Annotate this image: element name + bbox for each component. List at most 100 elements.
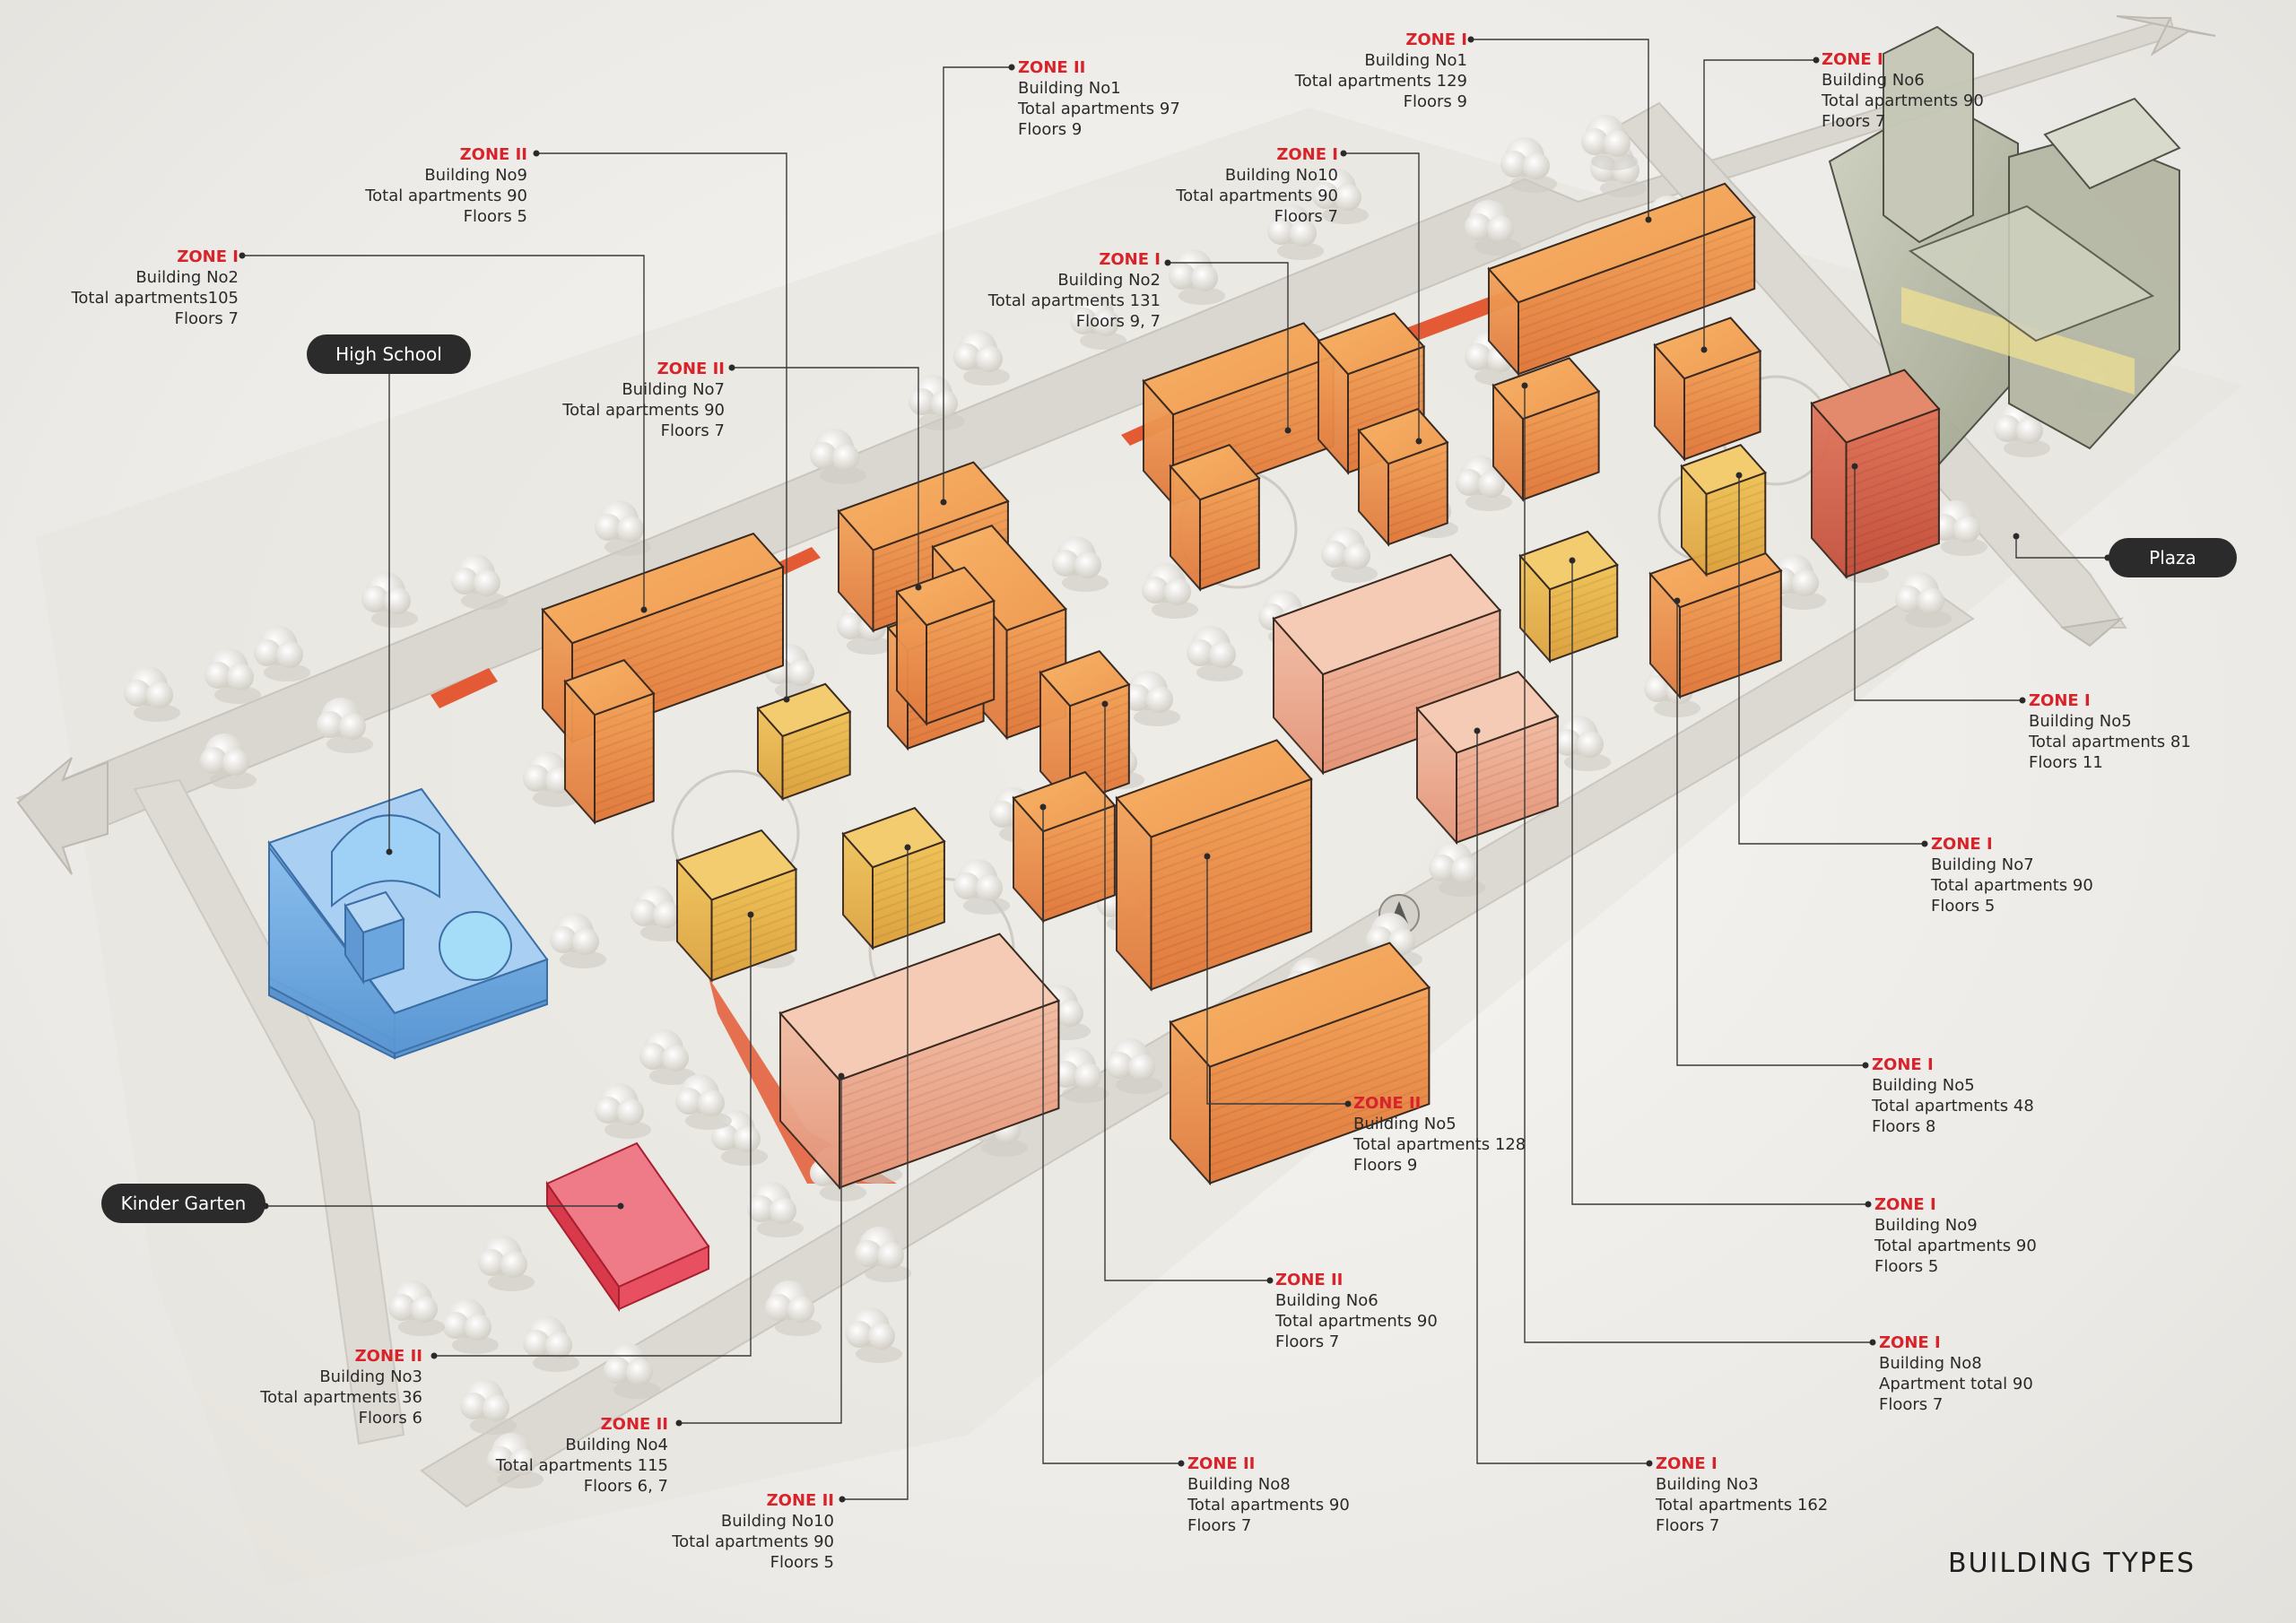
tree — [1052, 1047, 1109, 1103]
leader-dot — [838, 1072, 845, 1080]
residential-building — [1810, 369, 1941, 580]
tree — [204, 648, 261, 704]
residential-building — [1492, 357, 1601, 502]
leader-dot — [1204, 853, 1211, 860]
leader-dot — [1869, 1339, 1876, 1346]
glass-tower — [1828, 25, 2181, 468]
leader-dot — [239, 252, 246, 259]
leader-dot — [2019, 697, 2026, 704]
residential-building — [675, 829, 798, 984]
tree — [200, 733, 257, 789]
leader-dot — [783, 696, 790, 703]
residential-building — [1115, 739, 1313, 993]
leader-line — [536, 152, 787, 699]
red-strip — [430, 668, 498, 708]
leader-dot — [2013, 533, 2020, 540]
high-school-building — [267, 787, 549, 1060]
residential-building — [756, 682, 852, 802]
tree — [388, 1280, 445, 1336]
leader-dot — [1164, 259, 1171, 266]
tree — [460, 1379, 517, 1435]
leader-line — [732, 367, 919, 587]
tree — [1070, 294, 1126, 350]
tree — [361, 572, 418, 628]
tree — [1500, 137, 1557, 193]
tree — [855, 1227, 911, 1282]
residential-building — [841, 806, 946, 950]
leader-dot — [1645, 216, 1652, 223]
leader-dot — [1851, 463, 1858, 470]
tree — [1312, 169, 1369, 224]
leader-line — [1676, 601, 1866, 1066]
leader-line — [842, 847, 909, 1500]
tree — [1554, 716, 1611, 771]
leader-line — [2015, 536, 2108, 559]
tree — [1052, 536, 1109, 592]
residential-building — [1169, 444, 1261, 592]
tree — [487, 1433, 544, 1488]
tree — [550, 913, 606, 968]
tree — [124, 666, 180, 722]
leader-dot — [1266, 1277, 1274, 1284]
leader-dot — [1039, 803, 1047, 811]
tree — [1124, 671, 1180, 726]
leader-dot — [617, 1202, 624, 1210]
leader-dot — [1674, 597, 1681, 604]
tree — [1456, 456, 1512, 511]
leader-dot — [839, 1496, 846, 1503]
leader-dot — [1344, 1100, 1352, 1107]
leader-dot — [1467, 36, 1474, 43]
residential-building — [1680, 444, 1768, 577]
residential-building — [1272, 553, 1502, 776]
leader-dot — [1735, 472, 1743, 479]
leader-line — [1471, 39, 1649, 220]
tree — [1142, 563, 1198, 619]
leader-dot — [386, 848, 393, 855]
plaza-label: Plaza — [2109, 538, 2237, 577]
residential-building — [563, 659, 656, 825]
tree — [810, 429, 866, 484]
tree — [711, 1110, 768, 1166]
tree — [846, 1307, 902, 1363]
leader-dot — [904, 844, 911, 851]
leader-line — [1703, 59, 1816, 350]
leader-line — [1524, 386, 1873, 1343]
tree — [747, 1182, 804, 1237]
leader-dot — [1284, 427, 1292, 434]
residential-building — [895, 566, 996, 726]
leader-dot — [1340, 150, 1347, 157]
tree — [1429, 841, 1485, 897]
residential-buildings — [541, 182, 1941, 1191]
tree — [1106, 1038, 1162, 1094]
tree — [1169, 249, 1225, 305]
tree — [1267, 204, 1324, 260]
tree — [1581, 115, 1638, 170]
tree — [451, 554, 508, 610]
tree — [1895, 572, 1952, 628]
leader-line — [434, 915, 752, 1357]
residential-building — [1653, 317, 1762, 462]
residential-building — [1012, 770, 1117, 924]
leader-dot — [1474, 727, 1481, 734]
residential-building — [1487, 182, 1756, 377]
leader-line — [1344, 152, 1420, 441]
leader-dot — [1813, 56, 1820, 64]
leader-dot — [940, 499, 947, 506]
residential-building — [1169, 942, 1431, 1186]
tree — [953, 330, 1010, 386]
leader-line — [1206, 856, 1348, 1105]
leader-dot — [675, 1419, 683, 1427]
leader-line — [679, 1076, 842, 1424]
tree — [1465, 200, 1521, 256]
residential-building — [1357, 408, 1449, 547]
tree — [317, 698, 373, 753]
